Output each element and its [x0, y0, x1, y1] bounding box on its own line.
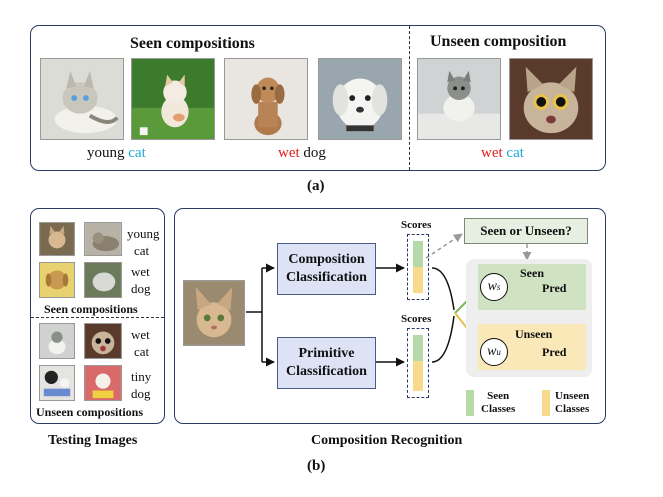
word-wet-unseen: wet: [481, 145, 503, 161]
ws-subscript: s: [496, 282, 501, 292]
pred-top: Pred: [542, 281, 567, 295]
scores-bottom-seen-segment: [413, 335, 423, 361]
input-cat-photo: [183, 280, 245, 346]
scores-top-seen-segment: [413, 241, 423, 267]
test-photo-2: [84, 222, 122, 256]
test-photo-5: [39, 323, 75, 359]
test-photo-6: [84, 323, 122, 359]
scores-label-top: Scores: [401, 219, 432, 231]
testing-divider: [31, 317, 164, 318]
test-label-cat-2: cat: [134, 344, 150, 359]
scores-bottom-unseen-segment: [413, 361, 423, 391]
test-photo-3: [39, 262, 75, 298]
test-photo-7: [39, 365, 75, 401]
word-cat-unseen: cat: [506, 145, 524, 161]
panel-a-frame: [30, 25, 606, 171]
word-young: young: [87, 145, 125, 161]
test-label-wet: wet: [131, 264, 150, 279]
photo-wet-cat-2: [509, 58, 593, 140]
wu-subscript: u: [496, 347, 501, 357]
legend-unseen-swatch: [542, 390, 550, 416]
seen-compositions-caption: Seen compositions: [44, 302, 138, 316]
photo-young-cat-1: [40, 58, 124, 140]
photo-young-cat-2: [131, 58, 215, 140]
word-dog: dog: [303, 145, 326, 161]
test-label-dog: dog: [131, 281, 151, 296]
photo-wet-dog-2: [318, 58, 402, 140]
legend-seen-text: Seen Classes: [481, 390, 515, 416]
caption-b: (b): [307, 458, 326, 474]
panel-a-divider: [409, 26, 410, 170]
seen-compositions-title: Seen compositions: [130, 35, 255, 52]
test-label-wet-2: wet: [131, 327, 150, 342]
testing-images-title: Testing Images: [48, 433, 138, 448]
legend-unseen-line-1: Unseen: [555, 390, 590, 402]
ws-symbol: w: [487, 279, 497, 294]
scores-bar-bottom: [407, 328, 429, 398]
test-label-cat: cat: [134, 243, 150, 258]
scores-bar-top: [407, 234, 429, 300]
legend-unseen-line-2: Classes: [555, 403, 590, 415]
test-label-young: young: [127, 226, 160, 241]
test-label-dog-2: dog: [131, 386, 151, 401]
unseen-composition-title: Unseen composition: [430, 33, 567, 50]
pred-bottom: Pred: [542, 345, 567, 359]
seen-or-unseen-box: Seen or Unseen?: [464, 218, 588, 244]
composition-line-1: Composition: [288, 252, 365, 267]
legend-seen-line-1: Seen: [487, 390, 510, 402]
legend-seen-swatch: [466, 390, 474, 416]
legend-seen-line-2: Classes: [481, 403, 516, 415]
test-label-tiny: tiny: [131, 369, 152, 384]
label-wet-dog: wet dog: [278, 145, 326, 162]
caption-a: (a): [307, 178, 325, 194]
photo-wet-cat-1: [417, 58, 501, 140]
composition-classification-box: Composition Classification: [277, 243, 376, 295]
wu-symbol: w: [487, 344, 497, 359]
primitive-line-1: Primitive: [298, 346, 355, 361]
primitive-classification-box: Primitive Classification: [277, 337, 376, 389]
label-young-cat: young cat: [87, 145, 146, 162]
primitive-line-2: Classification: [286, 364, 367, 379]
testing-images-frame: [30, 208, 165, 424]
unseen-compositions-caption: Unseen compositions: [36, 405, 144, 419]
photo-wet-dog-1: [224, 58, 308, 140]
word-cat: cat: [128, 145, 146, 161]
test-photo-4: [84, 262, 122, 298]
unseen-label: Unseen: [515, 327, 553, 341]
label-wet-cat: wet cat: [481, 145, 524, 162]
scores-top-unseen-segment: [413, 267, 423, 293]
seen-label: Seen: [520, 266, 544, 280]
composition-line-2: Classification: [286, 270, 367, 285]
scores-label-bottom: Scores: [401, 313, 432, 325]
legend-unseen-text: Unseen Classes: [555, 390, 589, 416]
composition-recognition-title: Composition Recognition: [311, 433, 463, 448]
test-photo-1: [39, 222, 75, 256]
test-photo-8: [84, 365, 122, 401]
word-wet: wet: [278, 145, 300, 161]
recognition-frame: [174, 208, 606, 424]
